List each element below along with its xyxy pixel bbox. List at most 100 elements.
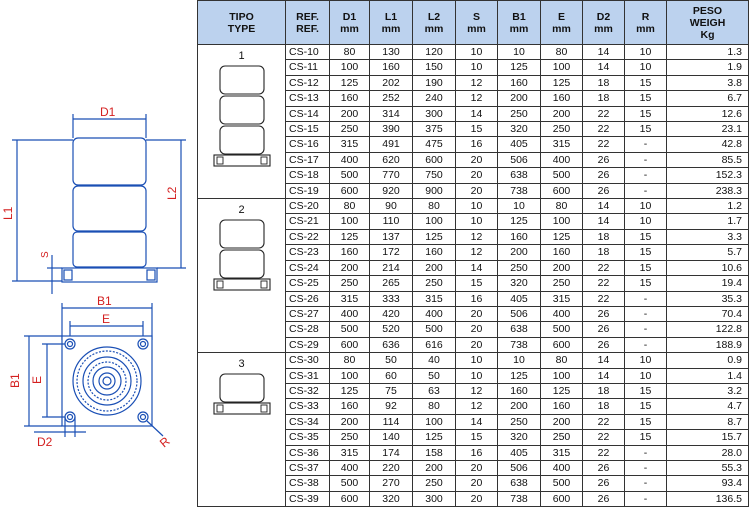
- technical-drawing: D1 L1 L2 S B1 E B1 E D2 R: [1, 105, 186, 451]
- cell-peso: 1.9: [666, 59, 749, 76]
- cell-l1: 50: [369, 352, 413, 369]
- cell-l1: 90: [369, 198, 413, 215]
- cell-l2: 40: [412, 352, 456, 369]
- cell-b1: 405: [497, 136, 541, 153]
- cell-e: 80: [540, 43, 583, 61]
- cell-s: 20: [455, 336, 498, 354]
- cell-d1: 250: [329, 429, 370, 446]
- cell-d2: 22: [582, 413, 625, 431]
- cell-l1: 620: [369, 151, 413, 169]
- cell-ref: CS-22: [285, 228, 330, 246]
- cell-ref: CS-26: [285, 290, 330, 307]
- cell-d2: 18: [582, 398, 625, 415]
- cell-d2: 26: [582, 459, 625, 477]
- cell-b1: 250: [497, 413, 541, 431]
- cell-r: 15: [624, 259, 667, 277]
- cell-d1: 200: [329, 105, 370, 123]
- cell-peso: 85.5: [666, 151, 749, 169]
- cell-d1: 160: [329, 90, 370, 107]
- cell-s: 20: [455, 321, 498, 338]
- cell-peso: 15.7: [666, 429, 749, 446]
- cell-e: 125: [540, 228, 583, 246]
- cell-e: 160: [540, 398, 583, 415]
- cell-b1: 250: [497, 105, 541, 123]
- cell-b1: 320: [497, 121, 541, 138]
- cell-e: 250: [540, 429, 583, 446]
- cell-ref: CS-35: [285, 429, 330, 446]
- cell-e: 500: [540, 475, 583, 492]
- cell-e: 200: [540, 259, 583, 277]
- cell-d2: 18: [582, 244, 625, 261]
- cell-d1: 500: [329, 321, 370, 338]
- cell-e: 100: [540, 367, 583, 384]
- cell-peso: 55.3: [666, 459, 749, 477]
- cell-d2: 26: [582, 151, 625, 169]
- label-e-side: E: [30, 376, 44, 384]
- cell-l2: 100: [412, 213, 456, 230]
- cell-b1: 738: [497, 490, 541, 508]
- cell-s: 20: [455, 475, 498, 492]
- cell-peso: 1.2: [666, 198, 749, 215]
- cell-l2: 475: [412, 136, 456, 153]
- cell-d1: 160: [329, 244, 370, 261]
- cell-ref: CS-10: [285, 43, 330, 61]
- cell-b1: 320: [497, 429, 541, 446]
- cell-b1: 738: [497, 336, 541, 354]
- cell-d1: 100: [329, 59, 370, 76]
- cell-s: 10: [455, 213, 498, 230]
- label-r: R: [157, 434, 173, 451]
- bumper-type-icon: [212, 373, 271, 415]
- cell-s: 10: [455, 367, 498, 384]
- cell-s: 12: [455, 382, 498, 400]
- cell-e: 250: [540, 275, 583, 292]
- cell-r: -: [624, 136, 667, 153]
- cell-d1: 600: [329, 336, 370, 354]
- cell-d1: 315: [329, 290, 370, 307]
- cell-ref: CS-19: [285, 182, 330, 200]
- cell-l1: 110: [369, 213, 413, 230]
- cell-peso: 8.7: [666, 413, 749, 431]
- cell-peso: 0.9: [666, 352, 749, 369]
- cell-l1: 420: [369, 305, 413, 323]
- cell-e: 500: [540, 167, 583, 184]
- cell-r: -: [624, 290, 667, 307]
- cell-ref: CS-38: [285, 475, 330, 492]
- cell-e: 315: [540, 136, 583, 153]
- cell-d2: 18: [582, 74, 625, 92]
- cell-d1: 600: [329, 490, 370, 508]
- cell-r: 15: [624, 121, 667, 138]
- cell-d2: 14: [582, 367, 625, 384]
- cell-r: 10: [624, 198, 667, 215]
- cell-r: 15: [624, 398, 667, 415]
- label-b1-side: B1: [8, 373, 22, 388]
- cell-d1: 500: [329, 475, 370, 492]
- cell-peso: 122.8: [666, 321, 749, 338]
- cell-r: 15: [624, 90, 667, 107]
- cell-l2: 120: [412, 43, 456, 61]
- cell-e: 80: [540, 352, 583, 369]
- cell-d2: 18: [582, 382, 625, 400]
- cell-d1: 125: [329, 382, 370, 400]
- cell-l1: 202: [369, 74, 413, 92]
- cell-s: 20: [455, 151, 498, 169]
- cell-l2: 160: [412, 244, 456, 261]
- cell-l1: 320: [369, 490, 413, 508]
- cell-l2: 750: [412, 167, 456, 184]
- cell-e: 600: [540, 182, 583, 200]
- cell-l2: 63: [412, 382, 456, 400]
- cell-l1: 636: [369, 336, 413, 354]
